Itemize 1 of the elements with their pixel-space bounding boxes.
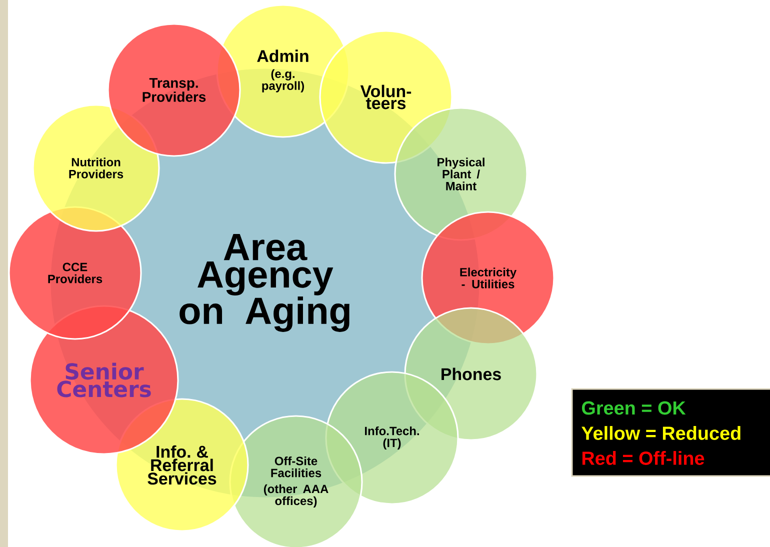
legend-box: Green = OK Yellow = Reduced Red = Off-line [571, 388, 770, 477]
